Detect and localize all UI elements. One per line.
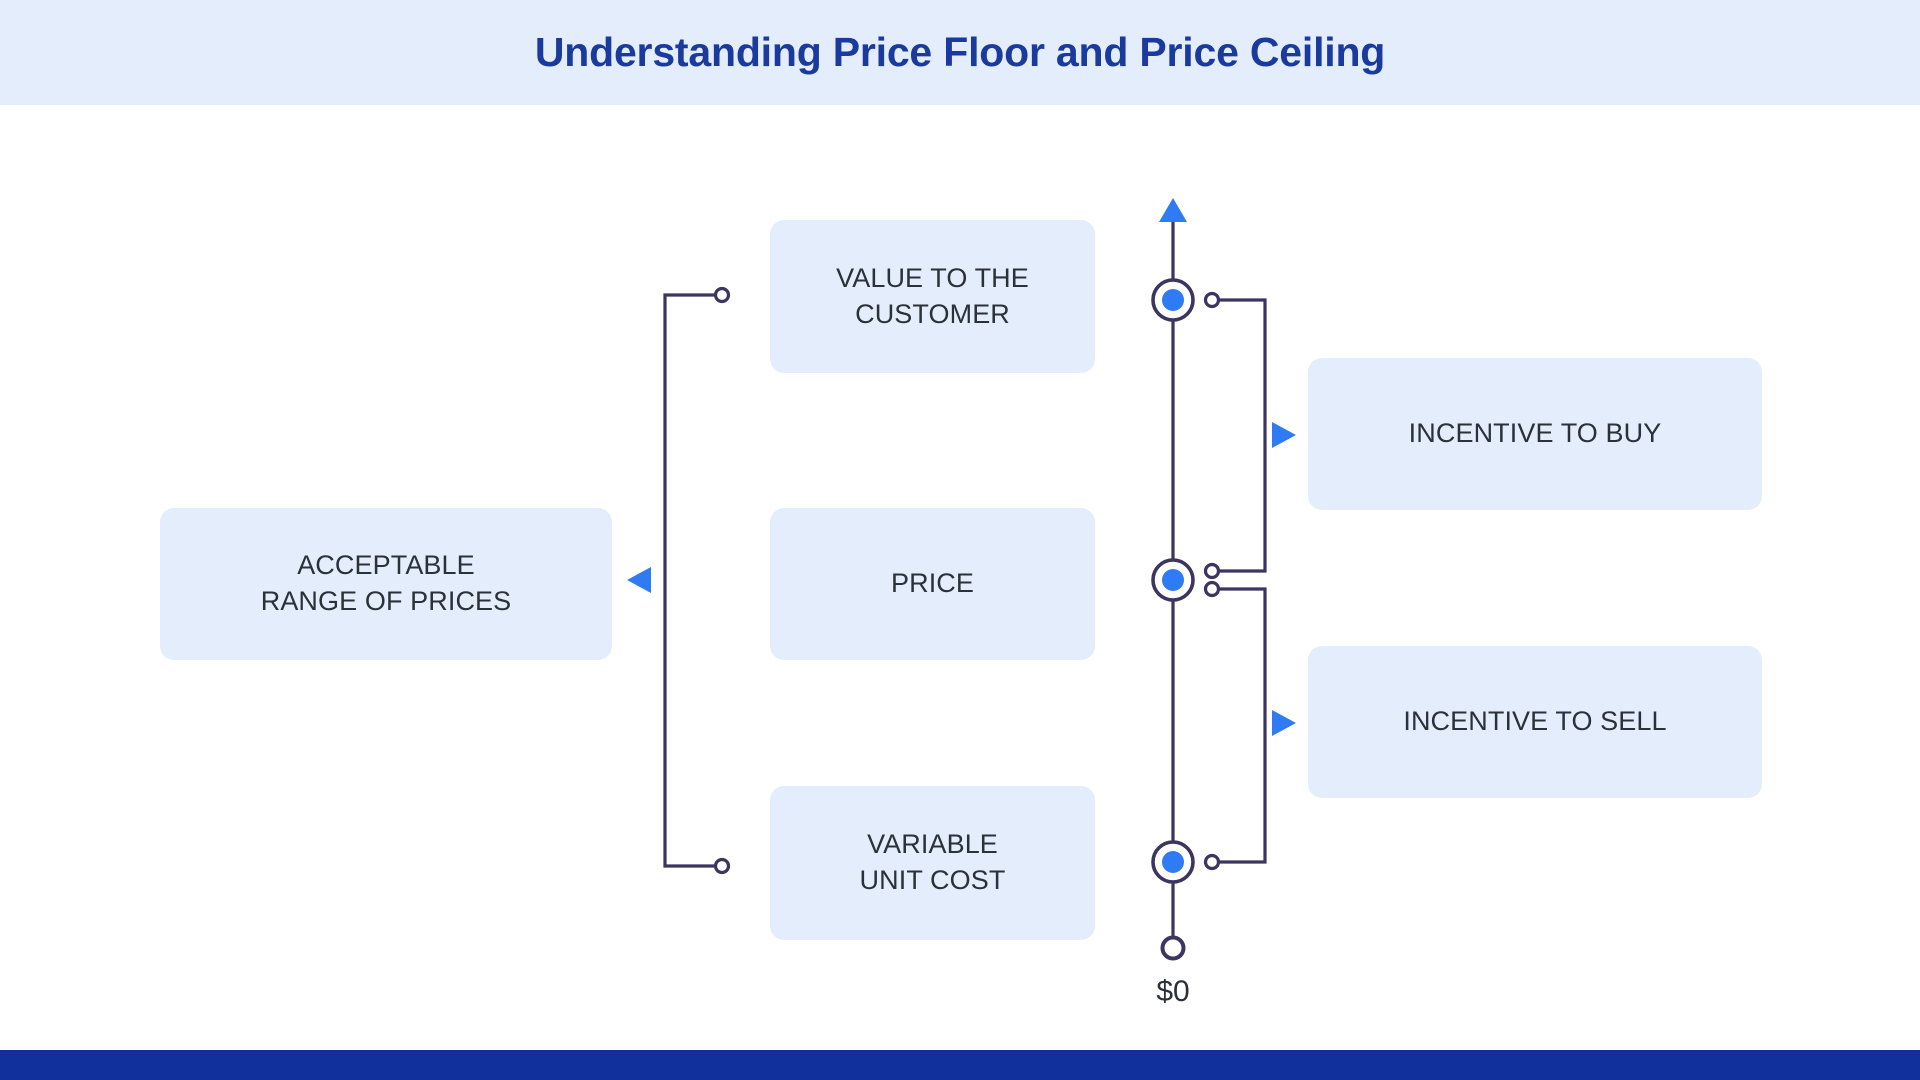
sell-bracket-top-endpoint-circle [1203, 580, 1221, 598]
incentive-to-sell-bracket [1203, 580, 1267, 871]
header-band [0, 0, 1920, 105]
axis-origin-marker [1160, 935, 1186, 961]
left-triangle-arrow-icon [627, 567, 651, 593]
axis-up-arrow-icon [1159, 198, 1187, 222]
left-range-bracket [663, 286, 731, 875]
right-triangle-arrow-buy-icon [1272, 422, 1296, 448]
box-acceptable-range-of-prices[interactable]: ACCEPTABLE RANGE OF PRICES [160, 508, 612, 660]
axis-node-price [1151, 558, 1195, 602]
price-axis [1159, 198, 1187, 961]
right-triangle-arrow-sell-icon [1272, 710, 1296, 736]
box-variable-unit-cost[interactable]: VARIABLE UNIT COST [770, 786, 1095, 940]
sell-bracket-bottom-endpoint-circle [1203, 853, 1221, 871]
box-incentive-to-buy[interactable]: INCENTIVE TO BUY [1308, 358, 1762, 510]
bracket-bottom-endpoint-circle [713, 857, 731, 875]
page-title: Understanding Price Floor and Price Ceil… [534, 29, 1386, 75]
incentive-to-buy-bracket [1203, 291, 1267, 580]
axis-node-variable-unit-cost [1151, 840, 1195, 884]
box-price[interactable]: PRICE [770, 508, 1095, 660]
bracket-top-endpoint-circle [713, 286, 731, 304]
buy-bracket-bottom-endpoint-circle [1203, 562, 1221, 580]
axis-origin-label: $0 [1156, 975, 1190, 1008]
footer-accent-bar [0, 1050, 1920, 1080]
buy-bracket-top-endpoint-circle [1203, 291, 1221, 309]
axis-node-value-to-customer [1151, 278, 1195, 322]
box-incentive-to-sell[interactable]: INCENTIVE TO SELL [1308, 646, 1762, 798]
box-value-to-the-customer[interactable]: VALUE TO THE CUSTOMER [770, 220, 1095, 373]
